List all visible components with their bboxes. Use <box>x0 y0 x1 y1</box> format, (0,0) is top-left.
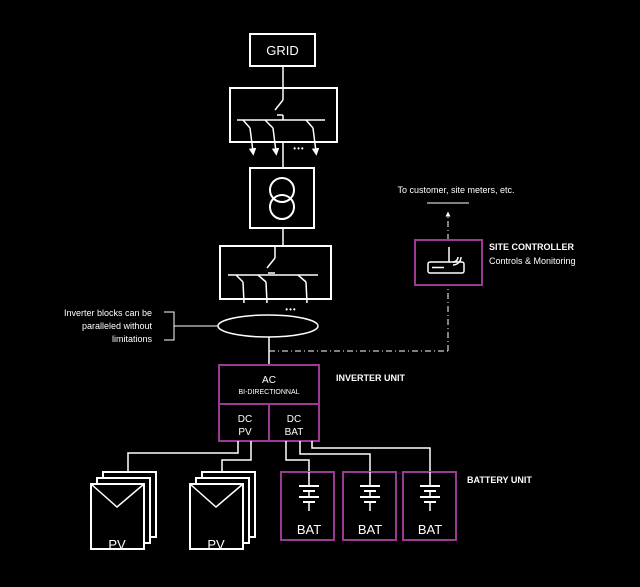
grid-label: GRID <box>266 43 299 58</box>
inverter-ac-label: AC <box>262 375 276 386</box>
site-controller-title: SITE CONTROLLER <box>489 242 574 252</box>
inverter-dc-pv-line2: PV <box>238 427 252 438</box>
lower-switchgear: ••• <box>219 245 332 314</box>
pv-array-1: PV <box>90 471 157 552</box>
grid-node: GRID <box>249 33 316 67</box>
inverter-dc-bat-line2: BAT <box>285 427 304 438</box>
battery-3: BAT <box>402 471 457 541</box>
inverter-dc-bat-line1: DC <box>287 414 301 425</box>
battery-2-label: BAT <box>358 522 382 537</box>
battery-unit-title: BATTERY UNIT <box>467 475 532 485</box>
battery-3-label: BAT <box>418 522 442 537</box>
paralleling-group: Inverter blocks can be paralleled withou… <box>64 308 319 344</box>
inverter-unit: AC BI-DIRECTIONNAL DC PV DC BAT INVERTER… <box>218 364 406 442</box>
uplink-label: To customer, site meters, etc. <box>397 185 514 195</box>
paralleling-note-line3: limitations <box>112 334 153 344</box>
site-controller-subtitle: Controls & Monitoring <box>489 256 576 266</box>
site-controller: SITE CONTROLLER Controls & Monitoring <box>414 239 576 286</box>
upper-feeder-ellipsis: ••• <box>293 144 304 153</box>
pv-wiring <box>127 441 252 472</box>
battery-1-label: BAT <box>297 522 321 537</box>
pv-array-2: PV <box>189 471 256 552</box>
paralleling-note-line2: paralleled without <box>82 321 153 331</box>
battery-1: BAT <box>280 471 335 541</box>
inverter-unit-title: INVERTER UNIT <box>336 373 406 383</box>
pv-array-2-label: PV <box>207 537 225 552</box>
battery-wiring <box>285 441 431 472</box>
inverter-ac-sublabel: BI-DIRECTIONNAL <box>238 389 299 396</box>
comms-link <box>269 211 451 352</box>
inverter-dc-pv-line1: DC <box>238 414 252 425</box>
paralleling-note-line1: Inverter blocks can be <box>64 308 152 318</box>
pv-array-1-label: PV <box>108 537 126 552</box>
battery-2: BAT <box>342 471 397 541</box>
transformer <box>249 167 315 229</box>
router-icon <box>427 247 465 274</box>
lower-feeder-ellipsis: ••• <box>285 305 296 314</box>
